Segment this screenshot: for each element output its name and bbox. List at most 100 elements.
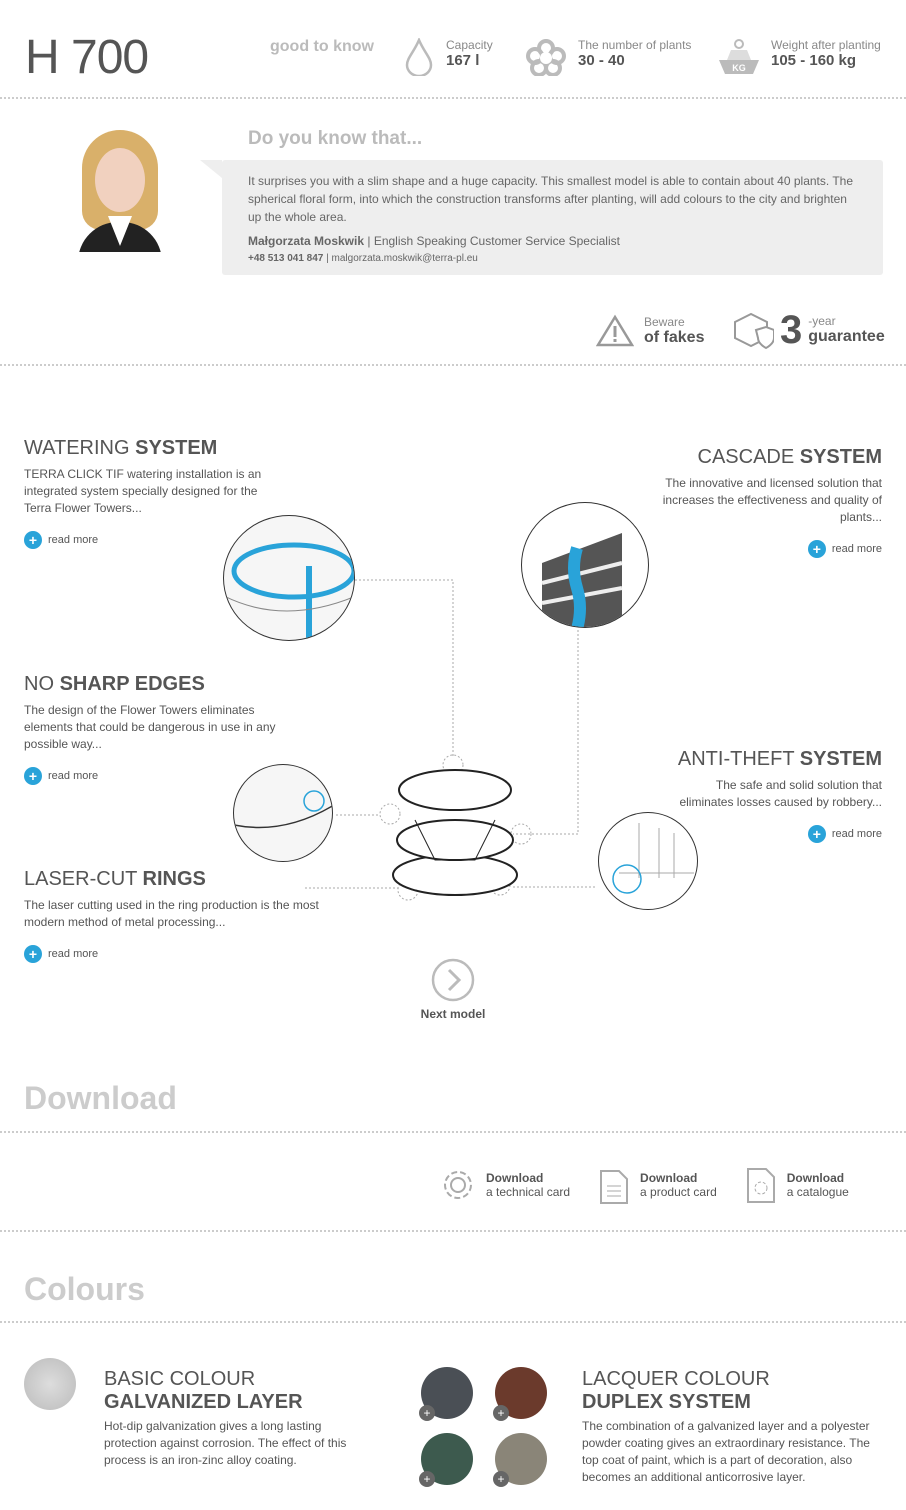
spec-value: 167 l	[446, 52, 480, 69]
feature-title-bold: SHARP EDGES	[59, 673, 205, 695]
expert-avatar	[78, 130, 162, 252]
document-icon	[600, 1170, 629, 1204]
lacquer-swatch[interactable]: +	[493, 1433, 547, 1487]
read-more-label: read more	[48, 770, 99, 782]
read-more-link[interactable]: + read more	[660, 825, 882, 843]
expert-name: Małgorzata Moskwik	[248, 234, 365, 248]
did-you-know-heading: Do you know that...	[248, 128, 423, 149]
colour-text: The combination of a galvanized layer an…	[582, 1419, 870, 1484]
lacquer-swatch[interactable]: +	[419, 1367, 473, 1421]
feature-text: The safe and solid solution that elimina…	[679, 778, 882, 809]
read-more-label: read more	[831, 828, 882, 840]
download-text: a product card	[640, 1185, 717, 1199]
svg-text:KG: KG	[732, 63, 746, 73]
read-more-link[interactable]: + read more	[24, 767, 299, 785]
plus-icon: +	[24, 531, 42, 549]
feature-title-light: LASER-CUT	[24, 868, 143, 890]
anti-theft-detail-image[interactable]	[598, 812, 698, 910]
add-icon: +	[419, 1471, 435, 1487]
guarantee-small: -year	[808, 314, 836, 328]
colour-title-light: BASIC COLOUR	[104, 1368, 256, 1390]
plus-icon: +	[24, 767, 42, 785]
feature-title-bold: SYSTEM	[135, 437, 218, 459]
download-bold: Download	[486, 1171, 544, 1185]
feature-title-light: WATERING	[24, 437, 136, 459]
feature-title-bold: RINGS	[142, 868, 206, 890]
feature-no-sharp-edges: NO SHARP EDGES The design of the Flower …	[24, 673, 299, 785]
divider	[0, 1230, 906, 1232]
water-drop-icon	[405, 38, 433, 76]
download-bold: Download	[786, 1171, 845, 1185]
read-more-label: read more	[831, 543, 882, 555]
next-model-label: Next model	[420, 1007, 486, 1021]
expert-role: | English Speaking Customer Service Spec…	[367, 234, 620, 248]
expert-phone: +48 513 041 847	[248, 253, 324, 264]
guarantee-big: guarantee	[808, 328, 885, 345]
read-more-link[interactable]: + read more	[24, 945, 354, 963]
model-title: H 700	[25, 31, 149, 84]
spec-label: Weight after planting	[771, 38, 881, 52]
divider	[0, 1321, 906, 1323]
fakes-big: of fakes	[644, 329, 705, 346]
spec-value: 30 - 40	[578, 52, 625, 69]
quote-text: It surprises you with a slim shape and a…	[248, 174, 853, 224]
chevron-right-circle-icon	[431, 958, 475, 1002]
expert-email[interactable]: | malgorzata.moskwik@terra-pl.eu	[326, 253, 478, 264]
galvanized-swatch[interactable]	[24, 1358, 76, 1410]
colour-title-light: LACQUER COLOUR	[582, 1368, 770, 1390]
cascade-detail-image[interactable]	[521, 502, 649, 628]
feature-cascade: CASCADE SYSTEM The innovative and licens…	[660, 446, 882, 558]
flower-icon	[526, 39, 566, 76]
feature-laser-cut: LASER-CUT RINGS The laser cutting used i…	[24, 868, 354, 963]
plus-icon: +	[807, 540, 826, 558]
colour-title-bold: GALVANIZED LAYER	[104, 1391, 303, 1413]
add-icon: +	[493, 1405, 509, 1421]
plus-icon: +	[24, 945, 42, 963]
download-text: a technical card	[486, 1185, 571, 1199]
colour-title-bold: DUPLEX SYSTEM	[582, 1391, 751, 1413]
divider	[0, 1131, 906, 1133]
watering-detail-image[interactable]	[223, 515, 355, 641]
good-to-know-label: good to know	[270, 38, 374, 55]
add-icon: +	[419, 1405, 435, 1421]
download-text: a catalogue	[786, 1185, 849, 1199]
next-model-button[interactable]: Next model	[405, 958, 501, 1021]
edges-detail-image[interactable]	[233, 764, 333, 862]
feature-title-bold: SYSTEM	[799, 446, 882, 468]
add-icon: +	[493, 1471, 509, 1487]
feature-text: The laser cutting used in the ring produ…	[24, 898, 319, 929]
feature-text: The design of the Flower Towers eliminat…	[24, 703, 276, 751]
read-more-link[interactable]: + read more	[24, 531, 264, 549]
plus-icon: +	[807, 825, 826, 843]
feature-title-light: NO	[24, 673, 60, 695]
guarantee-number: 3	[780, 308, 803, 352]
colours-heading: Colours	[24, 1271, 145, 1307]
lacquer-swatch[interactable]: +	[419, 1433, 473, 1487]
read-more-label: read more	[48, 948, 99, 960]
divider	[0, 97, 906, 99]
download-heading: Download	[24, 1080, 177, 1116]
lacquer-swatch[interactable]: +	[493, 1367, 547, 1421]
feature-title-light: ANTI-THEFT	[677, 748, 800, 770]
feature-title-bold: SYSTEM	[799, 748, 882, 770]
read-more-label: read more	[48, 534, 99, 546]
spec-value: 105 - 160 kg	[771, 52, 857, 69]
feature-text: The innovative and licensed solution tha…	[662, 476, 882, 524]
weight-icon: KG	[719, 39, 759, 74]
spec-label: Capacity	[446, 38, 493, 52]
read-more-link[interactable]: + read more	[660, 540, 882, 558]
feature-anti-theft: ANTI-THEFT SYSTEM The safe and solid sol…	[660, 748, 882, 843]
fakes-small: Beware	[644, 315, 685, 329]
feature-watering: WATERING SYSTEM TERRA CLICK TIF watering…	[24, 437, 264, 549]
